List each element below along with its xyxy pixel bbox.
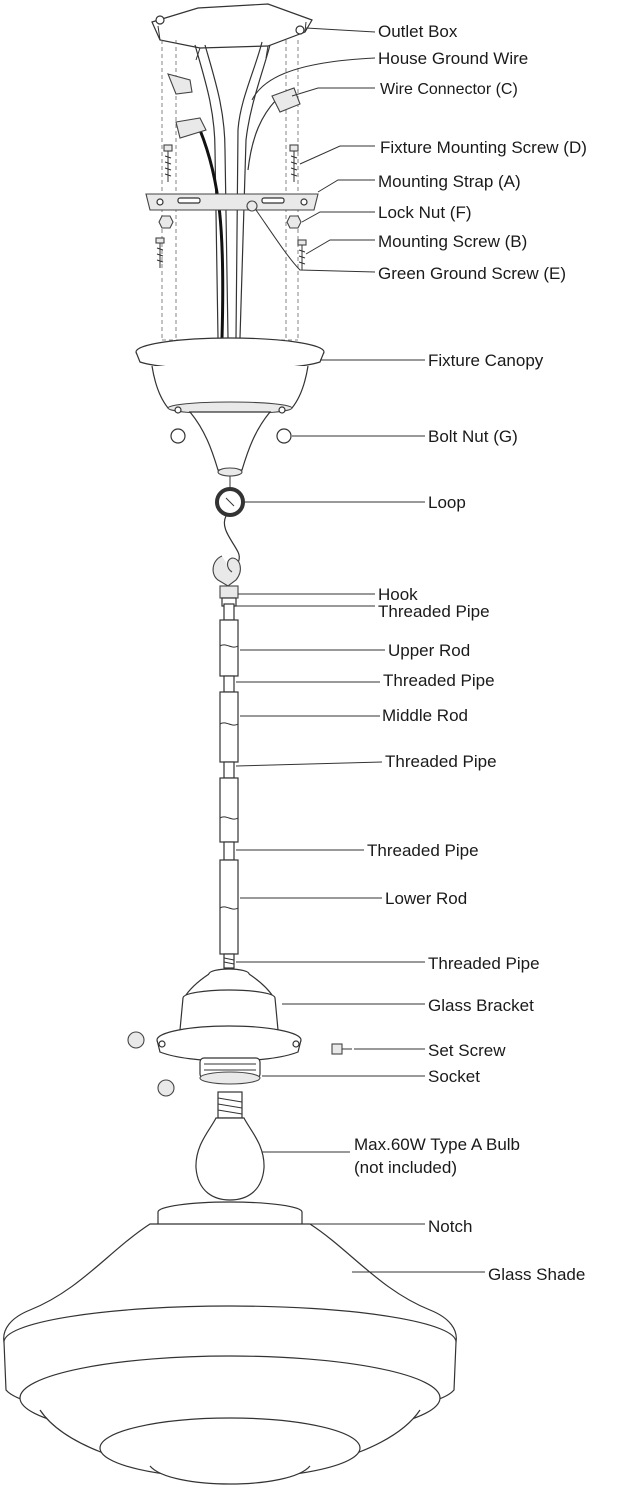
label-loop: Loop [428, 493, 466, 512]
threaded-pipe-1 [223, 603, 235, 621]
threaded-pipe-3 [223, 761, 235, 779]
mounting-screw-icon [155, 237, 307, 270]
socket-icon [199, 1057, 261, 1085]
label-upper-rod: Upper Rod [388, 641, 470, 660]
leader-lines [235, 27, 485, 1273]
glass-shade-icon [3, 1201, 457, 1485]
label-threaded-pipe-3: Threaded Pipe [385, 752, 497, 771]
label-lock-nut: Lock Nut (F) [378, 203, 472, 222]
labels: Outlet Box House Ground Wire Wire Connec… [354, 22, 587, 1284]
bolt-nut-icon [170, 428, 292, 444]
middle-rod [219, 691, 239, 763]
house-wires [194, 41, 277, 339]
label-mounting-strap: Mounting Strap (A) [378, 172, 521, 191]
label-set-screw: Set Screw [428, 1041, 506, 1060]
mounting-strap-icon [145, 193, 319, 211]
set-screw-icon [127, 1031, 352, 1097]
label-glass-bracket: Glass Bracket [428, 996, 534, 1015]
label-bolt-nut: Bolt Nut (G) [428, 427, 518, 446]
lock-nut-icon [158, 215, 302, 229]
loop-icon [215, 476, 245, 517]
threaded-pipe-2 [223, 675, 235, 693]
label-notch: Notch [428, 1217, 472, 1236]
threaded-pipe-4 [223, 841, 235, 861]
label-house-ground-wire: House Ground Wire [378, 49, 528, 68]
outlet-box [151, 3, 313, 61]
downrod-assembly [219, 603, 239, 969]
label-fixture-mounting-screw: Fixture Mounting Screw (D) [380, 138, 587, 157]
wire-connector-icon [167, 73, 301, 139]
label-mounting-screw: Mounting Screw (B) [378, 232, 527, 251]
hook-icon [212, 555, 241, 607]
fixture-canopy-icon [135, 337, 325, 477]
label-fixture-canopy: Fixture Canopy [428, 351, 544, 370]
upper-rod [219, 619, 239, 677]
label-bulb-line2: (not included) [354, 1158, 457, 1177]
label-green-ground-screw: Green Ground Screw (E) [378, 264, 566, 283]
bulb-icon [195, 1091, 265, 1201]
label-threaded-pipe-1: Threaded Pipe [378, 602, 490, 621]
label-bulb-line1: Max.60W Type A Bulb [354, 1135, 520, 1154]
label-threaded-pipe-4: Threaded Pipe [367, 841, 479, 860]
label-glass-shade: Glass Shade [488, 1265, 585, 1284]
glass-bracket-icon [156, 968, 302, 1062]
middle-rod-lower [219, 777, 239, 843]
fixture-mounting-screw-icon [163, 144, 299, 182]
label-threaded-pipe-5: Threaded Pipe [428, 954, 540, 973]
label-hook: Hook [378, 585, 418, 604]
label-socket: Socket [428, 1067, 480, 1086]
label-lower-rod: Lower Rod [385, 889, 467, 908]
label-middle-rod: Middle Rod [382, 706, 468, 725]
label-wire-connector: Wire Connector (C) [380, 81, 518, 98]
green-ground-screw-icon [246, 200, 258, 212]
label-outlet-box: Outlet Box [378, 22, 458, 41]
label-threaded-pipe-2: Threaded Pipe [383, 671, 495, 690]
threaded-pipe-5 [223, 953, 235, 969]
